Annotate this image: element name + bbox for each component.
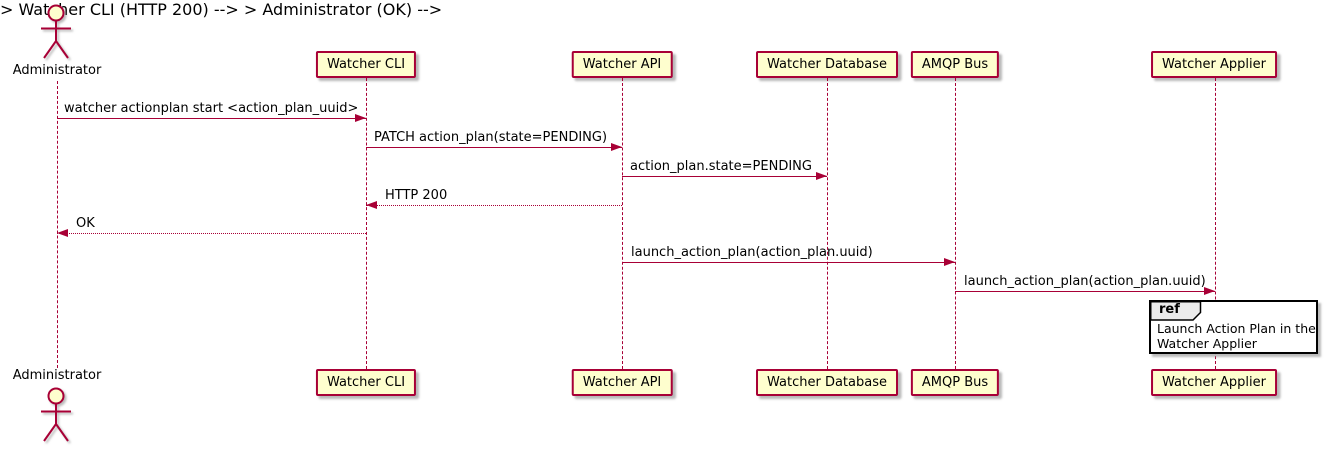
message-label: launch_action_plan(action_plan.uuid) (631, 245, 873, 260)
participant-watcher-api-bottom: Watcher API (571, 369, 673, 396)
actor-label-top: Administrator (12, 63, 102, 78)
arrowhead-icon (944, 258, 955, 266)
lifeline-amqp-bus (955, 78, 956, 369)
ref-header: ref (1150, 301, 1202, 321)
arrowhead-icon (611, 143, 622, 151)
participant-amqp-bus-bottom: AMQP Bus (910, 369, 1000, 396)
message-label: action_plan.state=PENDING (630, 159, 812, 174)
message-line (57, 118, 366, 119)
participant-watcher-cli-bottom: Watcher CLI (315, 369, 417, 396)
message-line (366, 147, 622, 148)
arrowhead-icon (355, 114, 366, 122)
message-line (622, 176, 827, 177)
message-label: watcher actionplan start <action_plan_uu… (64, 101, 359, 116)
participant-watcher-applier-top: Watcher Applier (1151, 51, 1277, 78)
ref-fragment: ref Launch Action Plan in the Watcher Ap… (1149, 300, 1318, 354)
message-label: launch_action_plan(action_plan.uuid) (964, 274, 1206, 289)
participant-watcher-cli-top: Watcher CLI (315, 51, 417, 78)
participant-watcher-database-bottom: Watcher Database (756, 369, 898, 396)
arrowhead-icon (57, 229, 68, 237)
ref-keyword: ref (1159, 302, 1180, 317)
message-label: HTTP 200 (385, 188, 448, 203)
message-line (622, 262, 955, 263)
ref-text-line: Watcher Applier (1157, 336, 1257, 351)
actor-icon (41, 4, 71, 59)
lifeline-watcher-api (622, 78, 623, 369)
arrowhead-icon (366, 201, 377, 209)
lifeline-administrator (57, 81, 58, 368)
lifeline-watcher-database (827, 78, 828, 369)
message-line (955, 291, 1215, 292)
ref-pentagon-icon (1150, 301, 1202, 321)
ref-body: Launch Action Plan in the Watcher Applie… (1157, 321, 1316, 351)
arrowhead-icon (1204, 287, 1215, 295)
message-line (57, 233, 366, 234)
actor-label-bottom: Administrator (12, 368, 102, 383)
lifeline-watcher-cli (366, 78, 367, 369)
arrowhead-icon (816, 172, 827, 180)
ref-text-line: Launch Action Plan in the (1157, 321, 1316, 336)
lifeline-watcher-applier (1215, 78, 1216, 369)
participant-watcher-database-top: Watcher Database (756, 51, 898, 78)
message-label: PATCH action_plan(state=PENDING) (374, 130, 608, 145)
message-line (366, 205, 622, 206)
participant-watcher-api-top: Watcher API (571, 51, 673, 78)
actor-icon (41, 387, 71, 442)
message-label: OK (76, 216, 95, 231)
participant-amqp-bus-top: AMQP Bus (910, 51, 1000, 78)
participant-watcher-applier-bottom: Watcher Applier (1151, 369, 1277, 396)
